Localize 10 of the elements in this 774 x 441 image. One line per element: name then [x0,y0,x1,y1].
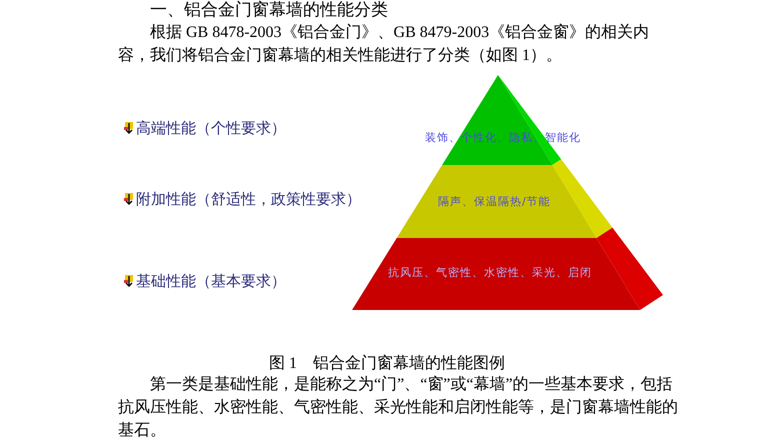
figure-caption: 图 1 铝合金门窗幕墙的性能图例 [268,354,506,374]
category-label: 高端性能（个性要求） [136,118,286,138]
level-text: 抗风压、气密性、水密性、采光、启闭 [388,265,592,280]
paragraph: 根据 GB 8478-2003《铝合金门》、GB 8479-2003《铝合金窗》的相关内容，我们将铝合金门窗幕墙的相关性能进行了分类（如图 1）。 [118,22,650,66]
level-text: 装饰、个性化、隐私、智能化 [425,130,581,145]
category-label: 基础性能（基本要求） [136,272,286,290]
level-text: 隔声、保温隔热/节能 [438,194,551,209]
section-heading: 一、铝合金门窗幕墙的性能分类 [150,0,388,21]
category-label: 附加性能（舒适性，政策性要求） [136,190,361,208]
paragraph: 第一类是基础性能，是能称之为“门”、“窗”或“幕墙”的一些基本要求，包括抗风压性能、水密性能、气密性能、采光性能和启闭性能等，是门窗幕墙性能的基石。 [118,374,678,441]
